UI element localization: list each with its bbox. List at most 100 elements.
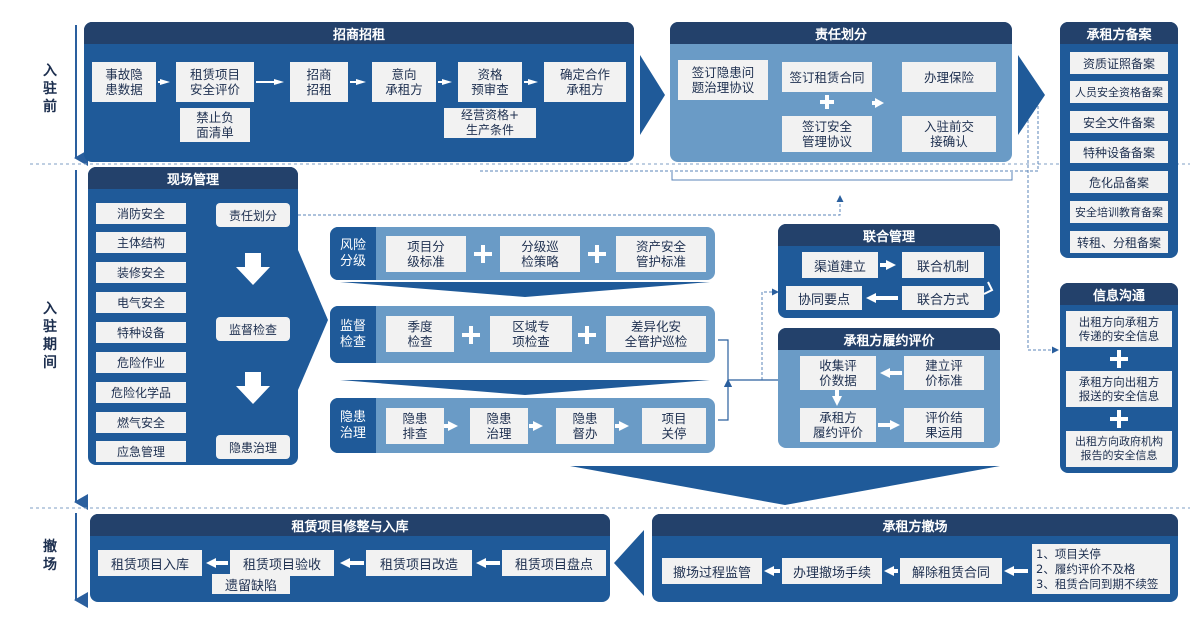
lianhe-arrows — [866, 260, 994, 303]
box-prequalification: 资格 预审查 — [458, 62, 522, 102]
chechang-reasons: 1、项目关停 2、履约评价不及格 3、租赁合同到期不续签 — [1032, 544, 1170, 594]
xianchang-item-5: 特种设备 — [96, 322, 186, 343]
supervision-plus-icons — [462, 326, 596, 344]
beian-item-6: 安全培训教育备案 — [1070, 201, 1168, 223]
xiuzheng-item-1: 租赁项目盘点 — [502, 550, 606, 576]
phase-label-during: 入 驻 期 间 — [43, 301, 57, 371]
box-accident-data: 事故隐 患数据 — [92, 62, 156, 102]
supervision-item-3: 差异化安 全管护巡检 — [606, 316, 706, 352]
panel-beian: 承租方备案 资质证照备案 人员安全资格备案 安全文件备案 特种设备备案 危化品备… — [1060, 22, 1178, 258]
dashed-connector-xianchang-zeren — [298, 195, 844, 216]
box-confirm-partner: 确定合作 承租方 — [544, 62, 626, 102]
xiuzheng-item-3: 租赁项目验收 — [230, 550, 334, 576]
lvyue-arrows — [832, 368, 902, 430]
panel-xinxi-title: 信息沟通 — [1060, 283, 1178, 305]
chechang-item-3: 撤场过程监管 — [662, 558, 762, 584]
row-risk-grading: 风险 分级 项目分 级标准 分级巡 检策略 资产安全 管护标准 — [330, 227, 715, 280]
box-negative-list: 禁止负 面清单 — [180, 108, 250, 142]
xinxi-plus-icons — [1110, 350, 1128, 428]
xianchang-item-1: 消防安全 — [96, 203, 186, 224]
row-hazard: 隐患 治理 隐患 排查 隐患 治理 隐患 督办 项目 关停 — [330, 398, 715, 453]
beian-item-5: 危化品备案 — [1070, 171, 1168, 193]
row-risk-grading-label: 风险 分级 — [330, 227, 376, 280]
lianhe-item-2: 联合机制 — [902, 252, 984, 278]
xinxi-item-2: 承租方向出租方 报送的安全信息 — [1066, 371, 1172, 407]
panel-lianhe: 联合管理 渠道建立 联合机制 联合方式 协同要点 — [778, 224, 1000, 318]
supervision-item-2: 区域专 项检查 — [490, 316, 572, 352]
panel-xiuzheng: 租赁项目修整与入库 租赁项目盘点 租赁项目改造 租赁项目验收 遗留缺陷 租赁项目… — [90, 514, 610, 602]
box-lease-contract: 签订租赁合同 — [782, 62, 872, 92]
lvyue-item-4: 评价结 果运用 — [904, 408, 984, 442]
hazard-item-2: 隐患 治理 — [470, 408, 528, 444]
panel-zeren: 责任划分 签订隐患问 题治理协议 签订租赁合同 签订安全 管理协议 办理保险 入… — [670, 22, 1012, 162]
panel-lvyue-title: 承租方履约评价 — [778, 328, 1000, 350]
phase-label-exit: 撤 场 — [43, 539, 57, 573]
panel-xianchang: 现场管理 消防安全 主体结构 装修安全 电气安全 特种设备 危险作业 危险化学品… — [88, 167, 298, 465]
box-safety-evaluation: 租赁项目 安全评价 — [176, 62, 254, 102]
xinxi-item-3: 出租方向政府机构 报告的安全信息 — [1066, 431, 1172, 467]
xiuzheng-arrows — [206, 558, 500, 568]
xianchang-item-8: 燃气安全 — [96, 412, 186, 433]
row-hazard-label: 隐患 治理 — [330, 398, 376, 453]
xianchang-item-4: 电气安全 — [96, 292, 186, 313]
chechang-item-1: 解除租赁合同 — [900, 558, 1002, 584]
xianchang-step-2: 监督检查 — [216, 317, 290, 341]
xianchang-item-6: 危险作业 — [96, 352, 186, 373]
hazard-item-3: 隐患 督办 — [556, 408, 614, 444]
risk-plus-icons — [474, 245, 606, 263]
lvyue-item-3: 承租方 履约评价 — [800, 408, 876, 442]
panel-zhaoshang: 招商招租 事故隐 患数据 租赁项目 安全评价 禁止负 面清单 招商 招租 意向 … — [84, 22, 634, 162]
dashed-connector-lianhe-lvyue — [761, 288, 779, 380]
lianhe-item-1: 渠道建立 — [802, 252, 878, 278]
lianhe-item-3: 联合方式 — [902, 286, 984, 310]
box-zhaoshang-zhaozu: 招商 招租 — [290, 62, 348, 102]
beian-item-7: 转租、分租备案 — [1070, 231, 1168, 253]
box-safety-agreement: 签订安全 管理协议 — [782, 116, 872, 152]
panel-xiuzheng-title: 租赁项目修整与入库 — [90, 514, 610, 536]
panel-lianhe-title: 联合管理 — [778, 224, 1000, 246]
brace-zeren-bottom — [671, 172, 1013, 181]
box-handover-confirm: 入驻前交 接确认 — [902, 116, 996, 152]
xiuzheng-item-5: 租赁项目入库 — [98, 550, 202, 576]
beian-item-4: 特种设备备案 — [1070, 141, 1168, 163]
connector-rows-to-lvyue — [718, 339, 778, 421]
risk-item-1: 项目分 级标准 — [386, 236, 466, 272]
xianchang-item-3: 装修安全 — [96, 262, 186, 283]
lianhe-item-4: 协同要点 — [786, 286, 862, 310]
chevron-rows-down-2 — [340, 380, 710, 395]
box-insurance: 办理保险 — [902, 62, 996, 92]
row-supervision: 监督 检查 季度 检查 区域专 项检查 差异化安 全管护巡检 — [330, 306, 715, 363]
xinxi-item-1: 出租方向承租方 传递的安全信息 — [1066, 311, 1172, 347]
hazard-arrows — [444, 421, 629, 431]
zhaoshang-arrows — [158, 79, 538, 85]
xianchang-down-arrows — [236, 253, 270, 404]
panel-xinxi: 信息沟通 出租方向承租方 传递的安全信息 承租方向出租方 报送的安全信息 出租方… — [1060, 283, 1178, 473]
panel-zhaoshang-title: 招商招租 — [84, 22, 634, 44]
panel-chechang: 承租方撤场 1、项目关停 2、履约评价不及格 3、租赁合同到期不续签 解除租赁合… — [652, 514, 1178, 602]
xiuzheng-item-4: 遗留缺陷 — [212, 574, 290, 594]
chevron-zeren-to-beian — [1018, 55, 1045, 135]
xianchang-item-2: 主体结构 — [96, 232, 186, 253]
chevron-xianchang-to-rows — [298, 250, 328, 390]
panel-xianchang-title: 现场管理 — [88, 167, 298, 189]
panel-zeren-title: 责任划分 — [670, 22, 1012, 44]
lvyue-item-1: 建立评 价标准 — [904, 356, 984, 390]
xianchang-item-7: 危险化学品 — [96, 382, 186, 403]
chevron-zhaoshang-to-zeren — [640, 55, 665, 135]
risk-item-2: 分级巡 检策略 — [500, 236, 580, 272]
xiuzheng-item-2: 租赁项目改造 — [366, 550, 472, 576]
xianchang-step-1: 责任划分 — [216, 203, 290, 227]
box-hazard-agreement: 签订隐患问 题治理协议 — [678, 60, 768, 100]
beian-item-3: 安全文件备案 — [1070, 111, 1168, 133]
xianchang-step-3: 隐患治理 — [216, 435, 290, 459]
dashed-connector-beian-xinxi — [1027, 100, 1059, 354]
zeren-arrows — [820, 95, 884, 109]
hazard-item-1: 隐患 排查 — [386, 408, 444, 444]
chechang-item-2: 办理撤场手续 — [782, 558, 882, 584]
dashed-connector-zeren-beian — [480, 100, 1039, 172]
panel-beian-title: 承租方备案 — [1060, 22, 1178, 44]
panel-chechang-title: 承租方撤场 — [652, 514, 1178, 536]
phase-label-before: 入 驻 前 — [43, 63, 57, 115]
